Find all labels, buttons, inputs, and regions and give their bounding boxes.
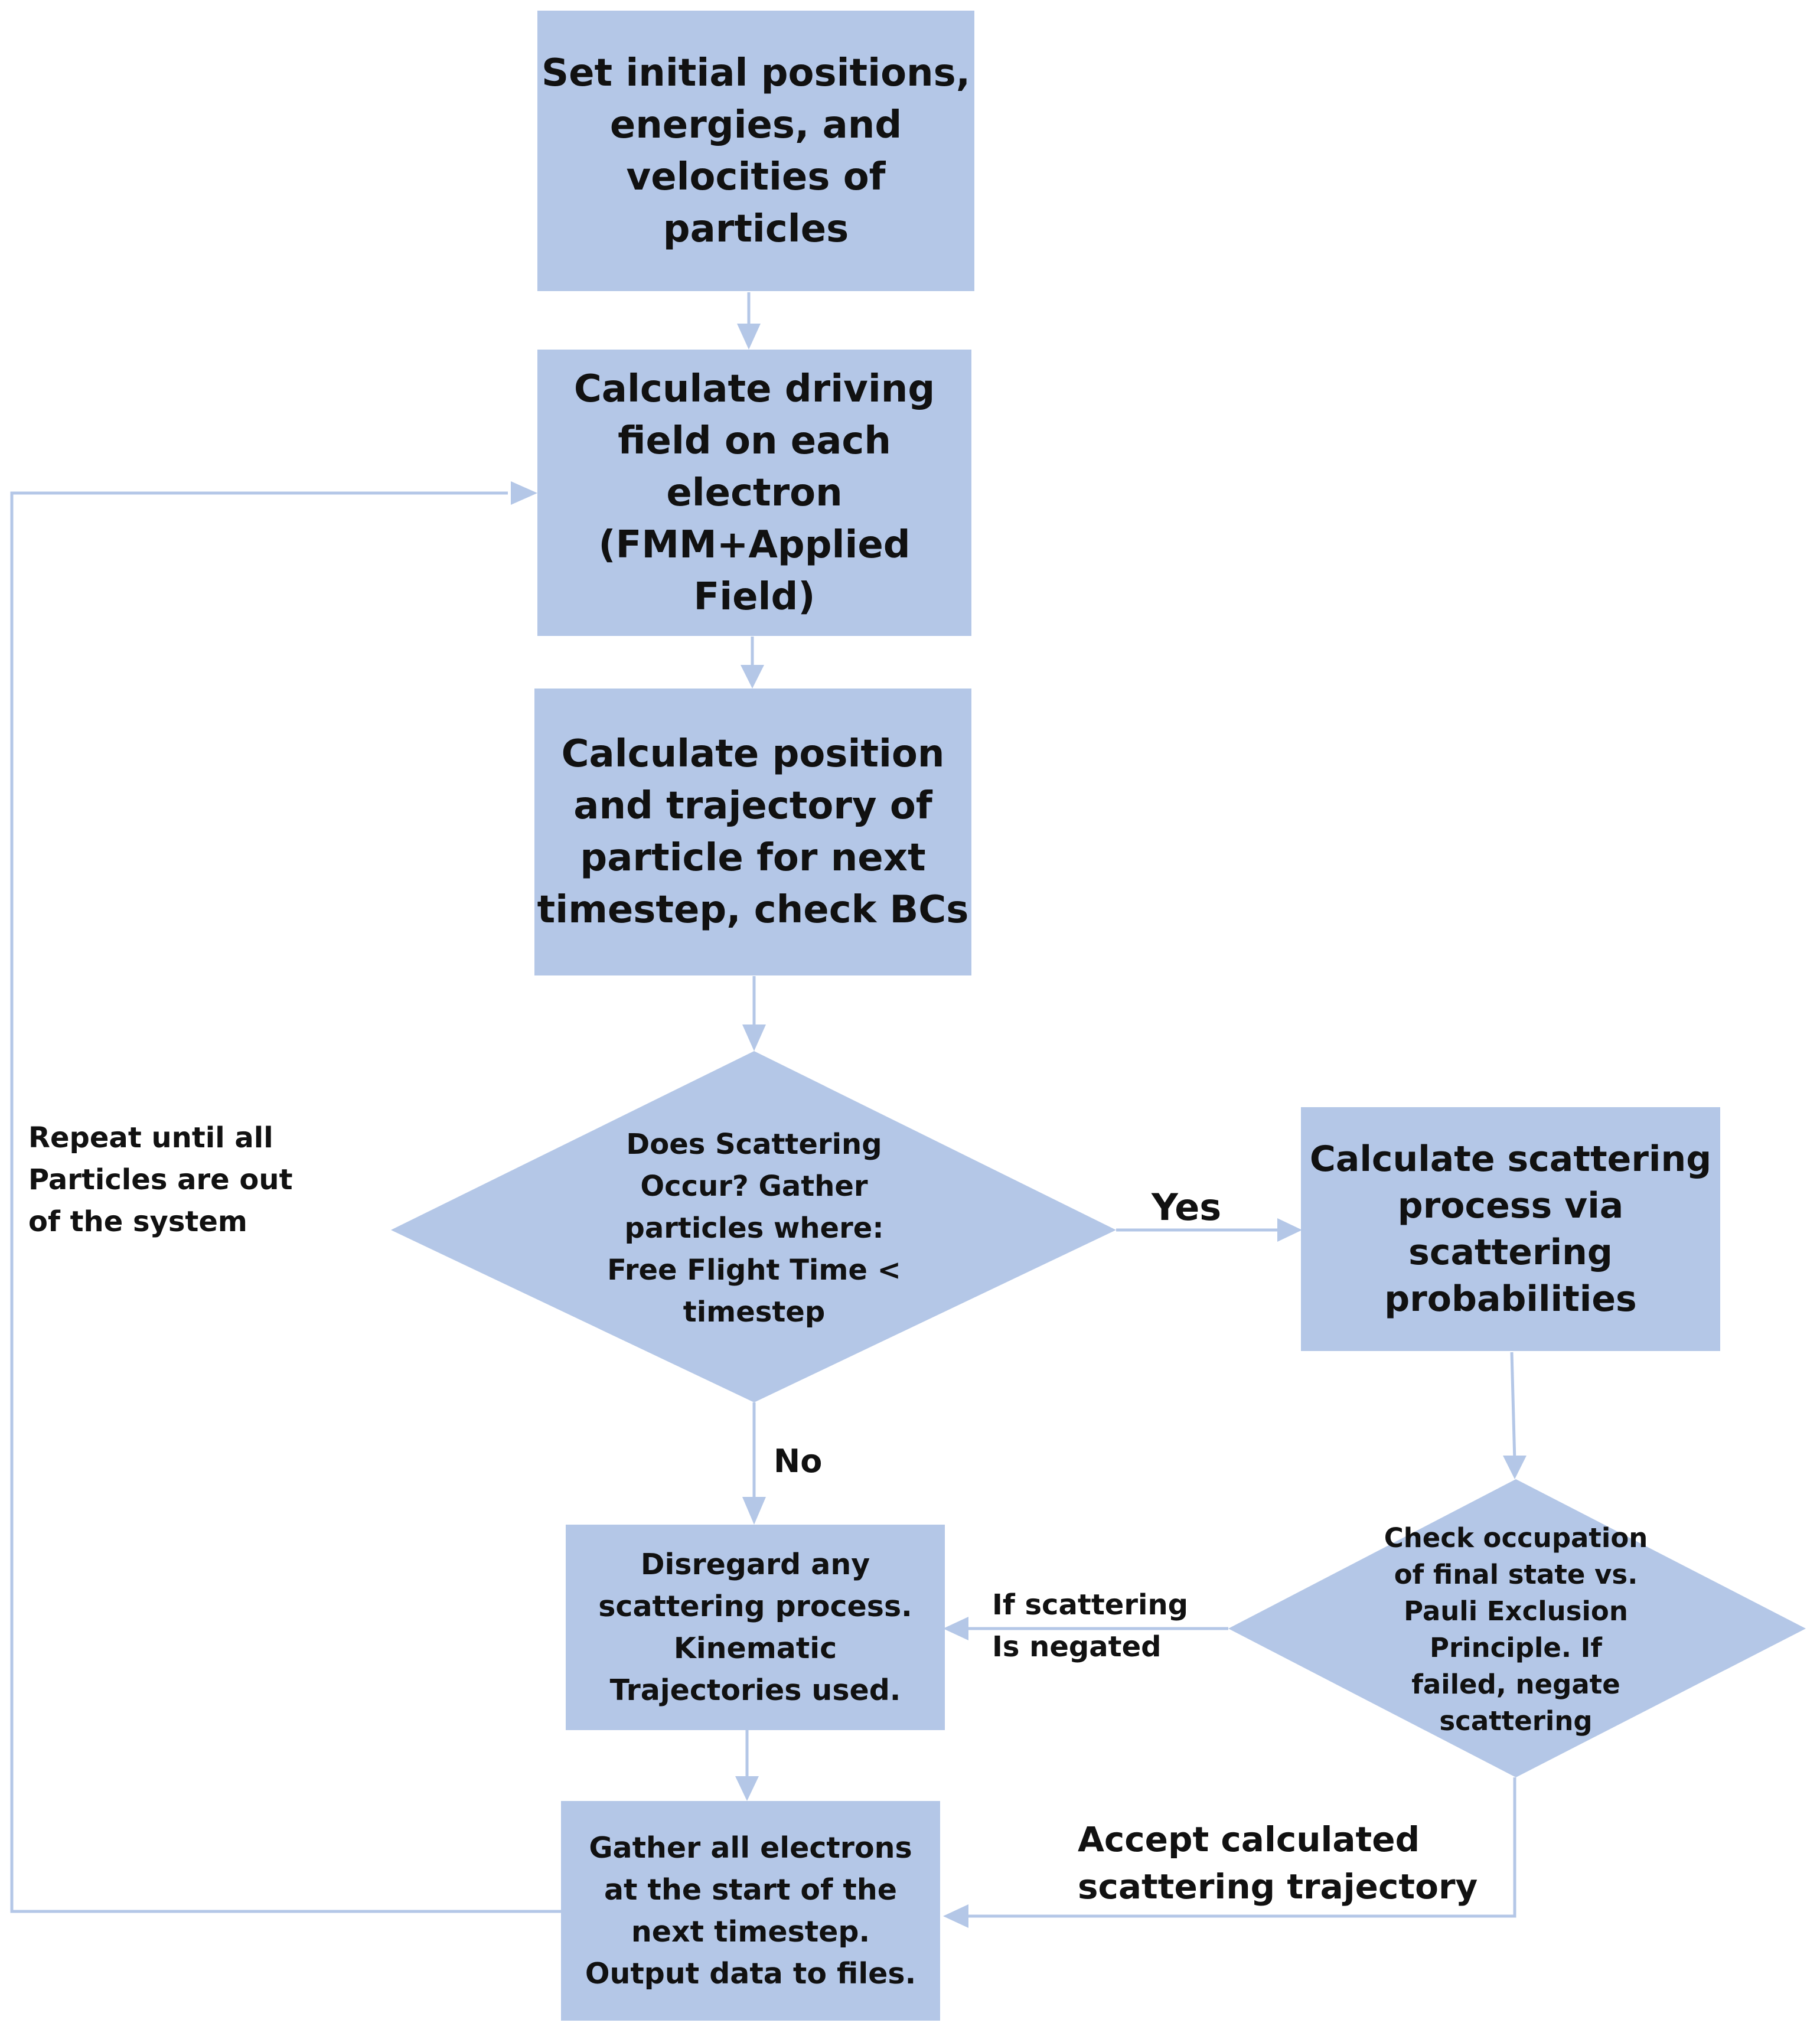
driving-field-step-box: Calculate driving field on each electron…	[537, 350, 971, 636]
arrowhead-decision-no	[742, 1497, 766, 1525]
scatter-decision-label: Does Scattering Occur? Gather particles …	[607, 1127, 901, 1329]
gather-electrons-box: Gather all electrons at the start of the…	[561, 1801, 940, 2021]
scatter-decision-shape	[391, 1051, 1116, 1402]
pauli-check-label: Check occupation of final state vs. Paul…	[1384, 1522, 1648, 1737]
arrowhead-decision-yes	[1277, 1218, 1302, 1242]
init-step-box: Set initial positions, energies, and vel…	[537, 11, 974, 291]
repeat-loop-label: Repeat until all Particles are out of th…	[28, 1121, 293, 1238]
arrowhead-disregard-to-gather	[735, 1776, 759, 1801]
accept-edge-label: Accept calculated scattering trajectory	[1078, 1819, 1478, 1907]
disregard-scattering-box: Disregard any scattering process. Kinema…	[566, 1525, 945, 1730]
yes-edge-label: Yes	[1152, 1186, 1222, 1229]
arrowhead-position-to-decision	[742, 1024, 766, 1051]
arrowhead-scattercalc-to-pauli	[1503, 1456, 1527, 1479]
arrow-pauli-accept	[966, 1777, 1516, 1918]
no-edge-label: No	[774, 1443, 823, 1480]
arrowhead-init-to-field	[737, 324, 761, 350]
pauli-check-shape	[1228, 1479, 1806, 1777]
position-trajectory-step-box: Calculate position and trajectory of par…	[534, 689, 971, 975]
arrowhead-field-to-position	[741, 665, 764, 689]
arrowhead-pauli-accept	[943, 1904, 968, 1928]
arrowhead-repeat-to-field	[511, 481, 537, 505]
loop-repeat-line	[10, 491, 561, 1913]
scattering-calculation-box: Calculate scattering process via scatter…	[1301, 1107, 1720, 1351]
arrowhead-pauli-negated	[943, 1617, 968, 1640]
arrow-scattercalc-to-pauli	[1510, 1352, 1516, 1462]
negated-edge-label: If scattering Is negated	[992, 1588, 1188, 1663]
